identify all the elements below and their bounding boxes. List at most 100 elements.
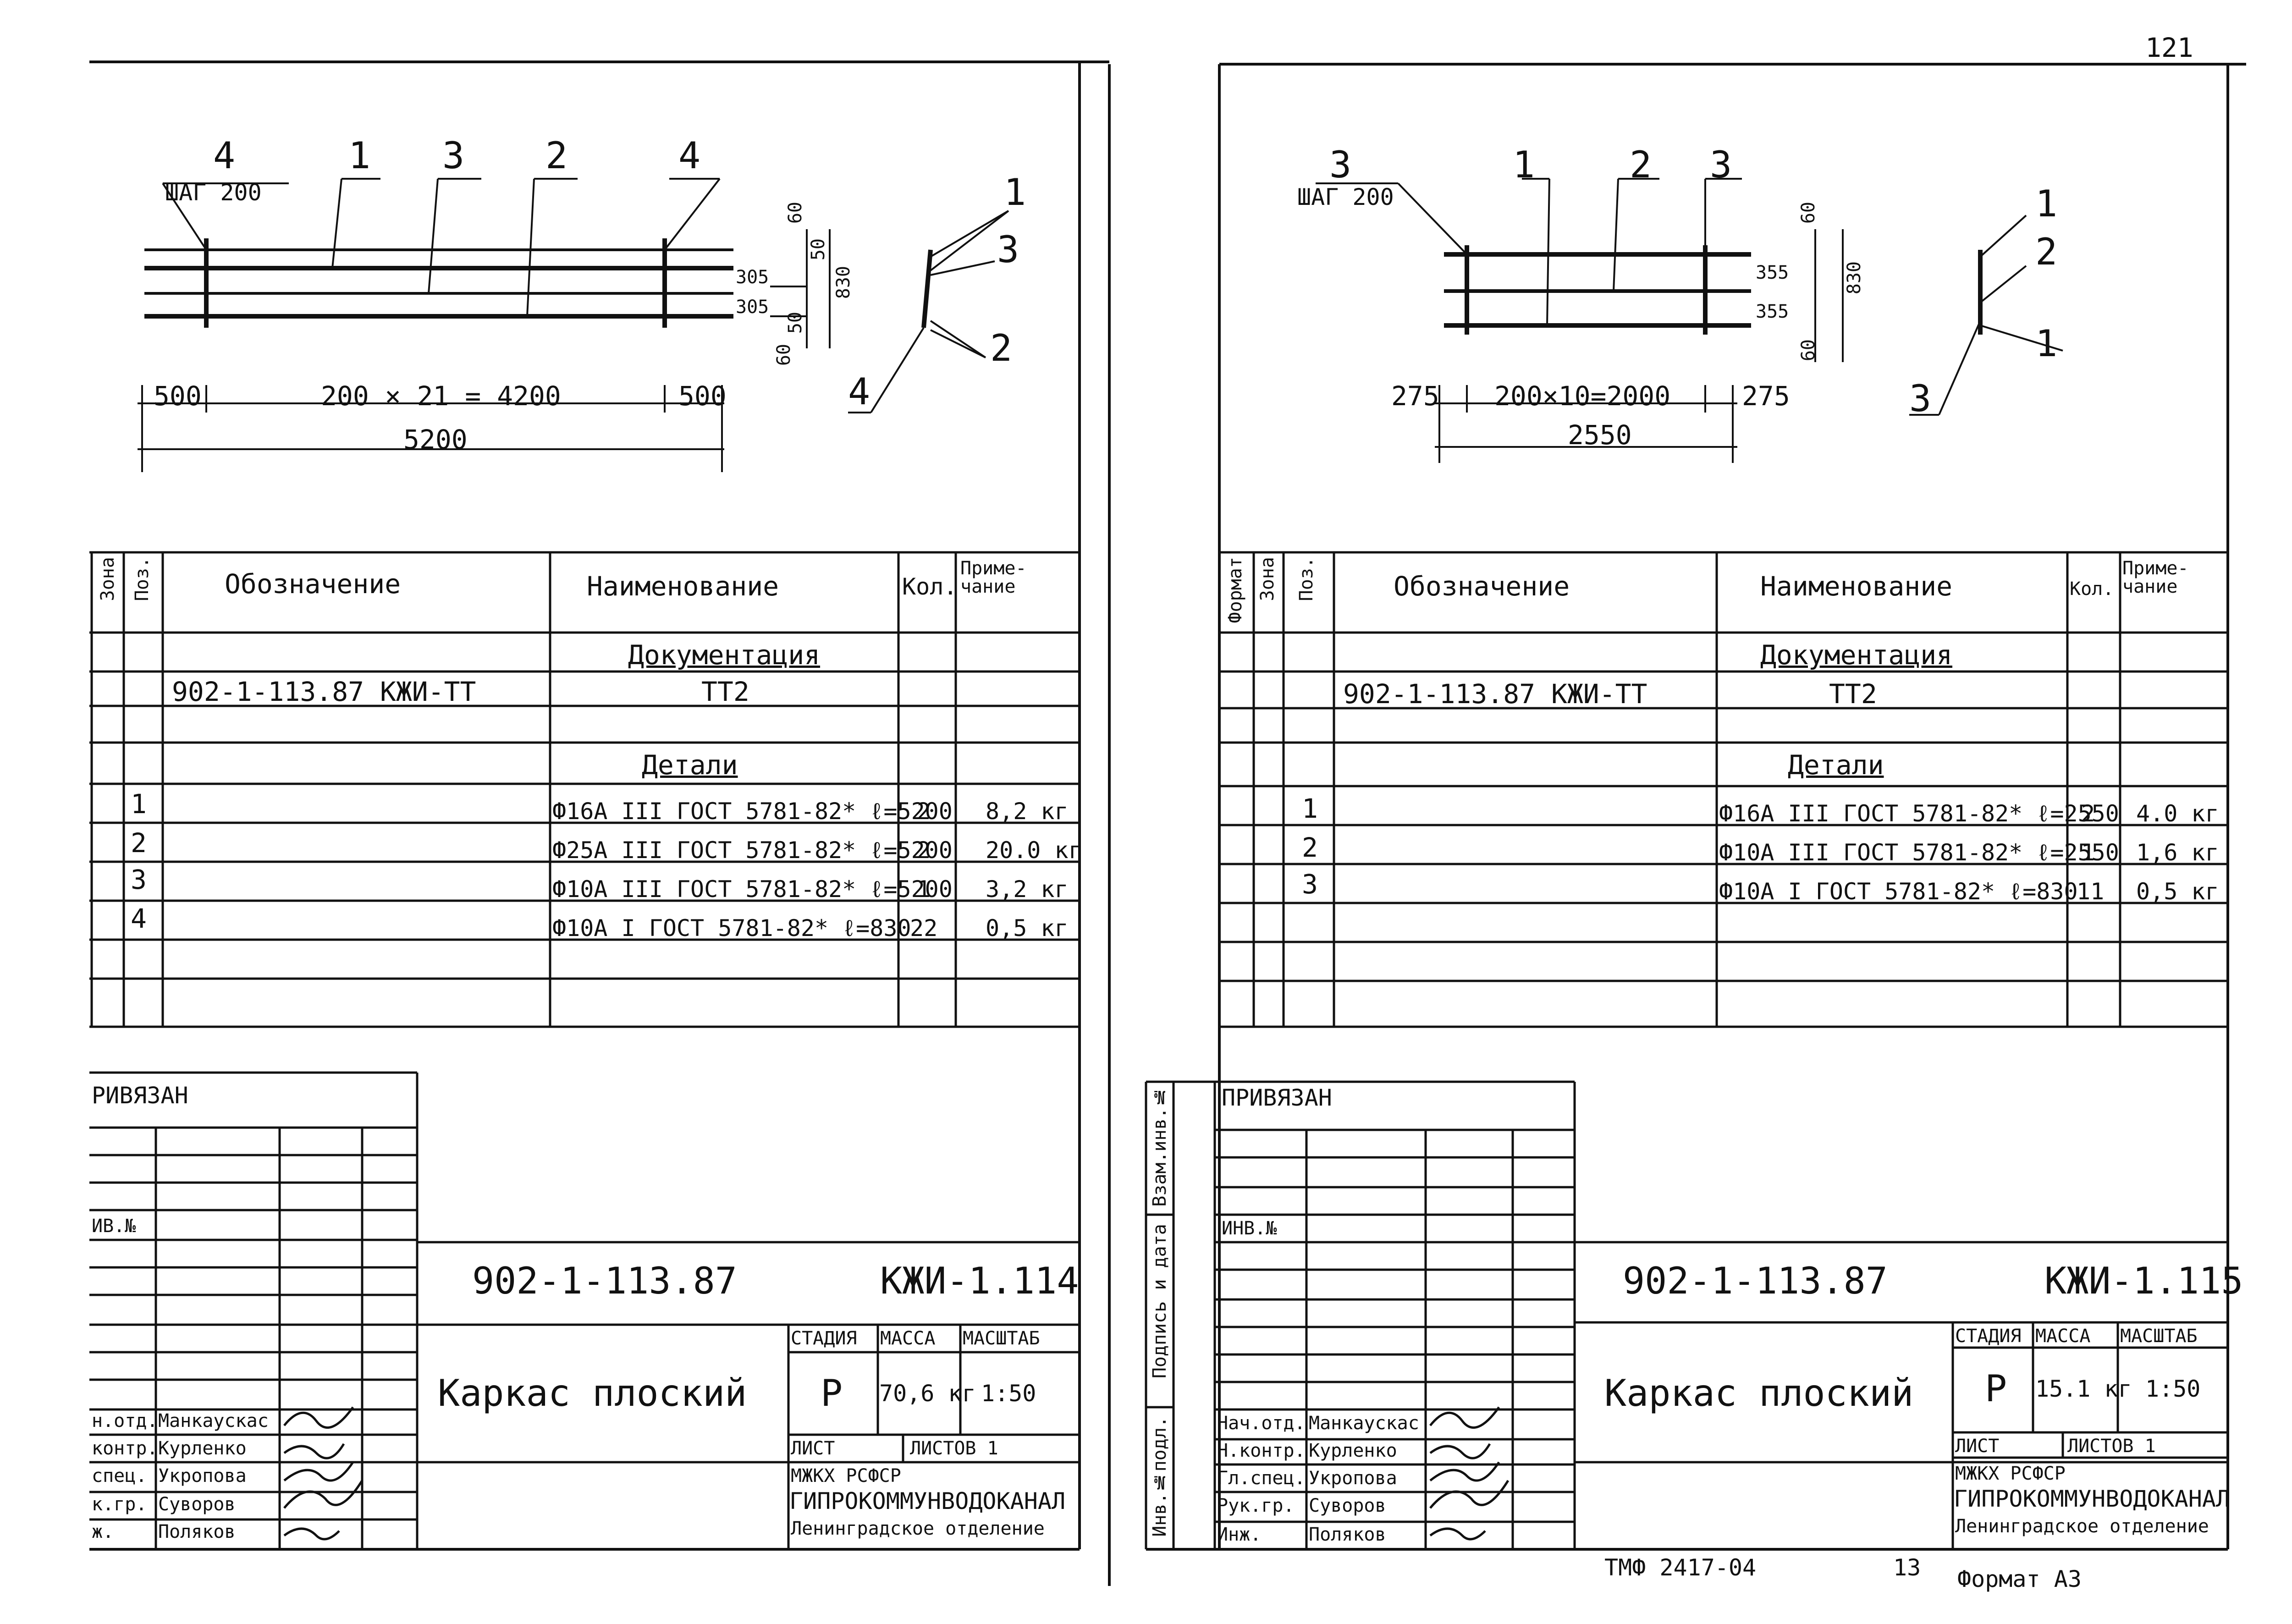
right-role: Рук.гр.	[1217, 1495, 1295, 1516]
left-row-note: 0,5 кг	[986, 915, 1069, 941]
left-row-pos: 3	[131, 864, 147, 895]
right-scale-label: МАСШТАБ	[2120, 1326, 2198, 1347]
left-pos-label: 4	[213, 134, 236, 177]
right-sec-dim: 830	[1844, 261, 1865, 295]
left-hdr-pos: Поз.	[132, 557, 153, 601]
left-hdr-designation: Обозначение	[225, 568, 401, 600]
right-hdr-name: Наименование	[1760, 571, 1953, 602]
right-dim-left: 275	[1391, 380, 1439, 412]
left-hdr-note: Приме-чание	[960, 558, 1027, 597]
left-row-name: Ф25А III ГОСТ 5781-82* ℓ=5200	[552, 837, 953, 864]
right-role: Инж.	[1217, 1524, 1262, 1545]
left-mass: 70,6 кг	[879, 1380, 976, 1407]
left-name: Курленко	[158, 1438, 247, 1459]
left-row-note: 8,2 кг	[986, 798, 1069, 825]
right-name: Суворов	[1309, 1495, 1386, 1516]
left-section-docs: Документация	[628, 639, 821, 671]
right-dim-mid: 200×10=2000	[1494, 380, 1671, 412]
left-row-name: Ф16А III ГОСТ 5781-82* ℓ=5200	[552, 798, 953, 825]
left-sec-pos: 2	[990, 327, 1013, 369]
left-name: Укропова	[158, 1465, 247, 1486]
right-stage-label: СТАДИЯ	[1955, 1326, 2022, 1347]
left-dim-right: 500	[678, 380, 727, 412]
right-privyazan: ПРИВЯЗАН	[1222, 1085, 1332, 1111]
right-side-label: Инв.№подл.	[1149, 1416, 1170, 1537]
left-stage: Р	[821, 1372, 843, 1415]
right-hdr-qty: Кол.	[2070, 578, 2114, 600]
right-row-qty: 11	[2077, 878, 2105, 905]
right-mass-label: МАССА	[2035, 1326, 2091, 1347]
right-hdr-pos: Поз.	[1296, 557, 1317, 601]
right-name: Манкаускас	[1309, 1413, 1419, 1434]
left-org1: МЖКХ РСФСР	[791, 1465, 901, 1486]
left-row-note: 3,2 кг	[986, 876, 1069, 903]
left-row-qty: 22	[910, 915, 938, 941]
right-hdr-zone: Зона	[1257, 557, 1278, 601]
right-doc-designation: 902-1-113.87 КЖИ-ТТ	[1343, 678, 1647, 710]
right-section-docs: Документация	[1760, 639, 1953, 671]
right-sec-dim: 355	[1756, 262, 1789, 283]
right-side-label: Подпись и дата	[1149, 1224, 1170, 1379]
left-sec-dim: 830	[833, 266, 854, 299]
left-section-parts: Детали	[642, 749, 738, 781]
left-hdr-zone: Зона	[97, 557, 118, 601]
right-sec-dim: 355	[1756, 301, 1789, 322]
left-title: Каркас плоский	[438, 1372, 747, 1415]
left-dim-mid: 200 × 21 = 4200	[321, 380, 561, 412]
right-role: Гл.спец.	[1217, 1468, 1306, 1489]
right-dim-right: 275	[1742, 380, 1790, 412]
left-sec-dim: 50	[808, 238, 829, 261]
left-name: Поляков	[158, 1521, 236, 1542]
right-sheet-label: ЛИСТ	[1955, 1436, 2000, 1457]
right-sheets-label: ЛИСТОВ 1	[2067, 1436, 2156, 1457]
left-sec-dim: 50	[785, 312, 806, 334]
right-row-qty: 1	[2081, 839, 2095, 866]
left-sec-dim: 60	[785, 202, 806, 224]
left-org2: ГИПРОКОММУНВОДОКАНАЛ	[789, 1488, 1066, 1514]
right-name: Укропова	[1309, 1468, 1397, 1489]
left-row-note: 20.0 кг	[986, 837, 1082, 864]
left-inv-no: ИВ.№	[92, 1216, 136, 1237]
left-pos-label: 3	[442, 134, 465, 177]
right-row-pos: 1	[1302, 793, 1318, 824]
right-sec-pos: 2	[2035, 231, 2058, 273]
right-step-label: ШАГ 200	[1297, 184, 1394, 210]
right-sec-dim: 60	[1798, 202, 1819, 224]
right-row-name: Ф10А I ГОСТ 5781-82* ℓ=830	[1719, 878, 2078, 905]
left-hdr-name: Наименование	[587, 571, 779, 602]
left-scale: 1:50	[981, 1380, 1036, 1407]
right-row-name: Ф10А III ГОСТ 5781-82* ℓ=2550	[1719, 839, 2119, 866]
right-row-qty: 2	[2081, 800, 2095, 827]
right-org2: ГИПРОКОММУНВОДОКАНАЛ	[1954, 1486, 2230, 1512]
left-pos-label: 1	[348, 134, 371, 177]
left-role: контр.	[92, 1438, 158, 1459]
left-sheet-code: КЖИ-1.114	[880, 1260, 1079, 1302]
right-pos-label: 3	[1329, 143, 1352, 186]
left-sec-dim: 60	[773, 344, 794, 366]
right-role: Н.контр.	[1217, 1440, 1306, 1461]
right-hdr-designation: Обозначение	[1394, 571, 1570, 602]
left-scale-label: МАСШТАБ	[963, 1328, 1040, 1349]
left-row-qty: 2	[917, 837, 931, 864]
left-dim-left: 500	[154, 380, 202, 412]
right-hdr-note: Приме-чание	[2122, 558, 2189, 597]
footer-format: Формат А3	[1957, 1566, 2082, 1592]
right-name: Поляков	[1309, 1524, 1386, 1545]
left-role: спец.	[92, 1465, 147, 1486]
left-pos-label: 2	[545, 134, 568, 177]
left-name: Суворов	[158, 1494, 236, 1515]
left-row-name: Ф10А I ГОСТ 5781-82* ℓ=830	[552, 915, 911, 941]
left-row-qty: 2	[917, 798, 931, 825]
left-doc-name: ТТ2	[701, 676, 749, 707]
left-doc-designation: 902-1-113.87 КЖИ-ТТ	[172, 676, 476, 707]
left-sec-dim: 305	[736, 297, 769, 318]
right-pos-label: 1	[1513, 143, 1535, 186]
left-doc-code: 902-1-113.87	[472, 1260, 737, 1302]
left-role: н.отд.	[92, 1410, 158, 1431]
left-row-qty: 1	[917, 876, 931, 903]
right-row-pos: 3	[1302, 869, 1318, 900]
right-stage: Р	[1985, 1367, 2007, 1410]
right-org1: МЖКХ РСФСР	[1955, 1463, 2066, 1484]
right-pos-label: 3	[1710, 143, 1732, 186]
